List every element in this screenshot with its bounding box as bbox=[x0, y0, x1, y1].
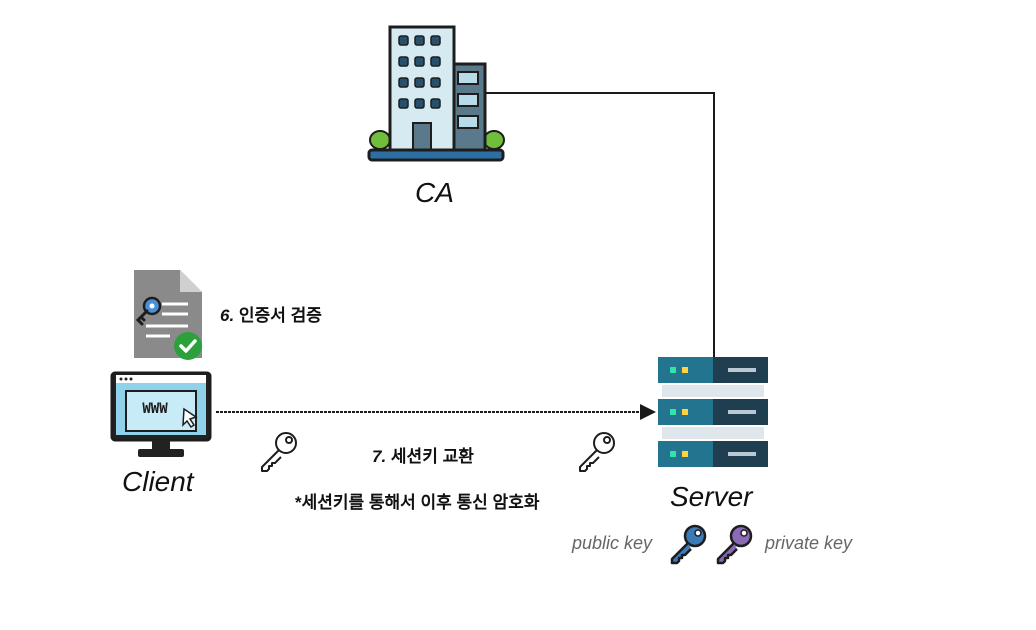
step6-label: 6. 인증서 검증 bbox=[220, 301, 322, 326]
session-key-note: *세션키를 통해서 이후 통신 암호화 bbox=[295, 493, 540, 512]
public-key-icon bbox=[670, 524, 707, 565]
server-icon bbox=[658, 357, 768, 467]
ca-server-connector bbox=[486, 92, 715, 360]
private-key-icon bbox=[716, 524, 753, 565]
svg-text:WWW: WWW bbox=[142, 401, 168, 417]
key-outline-icon bbox=[261, 432, 297, 472]
client-label: Client bbox=[122, 466, 194, 497]
step7-label: 7. 세션키 교환 bbox=[372, 442, 474, 467]
legend-private-key-label: private key bbox=[765, 533, 853, 553]
server-label: Server bbox=[670, 481, 753, 512]
certificate-icon bbox=[134, 270, 202, 360]
cert-key-icon bbox=[135, 296, 162, 326]
key-outline-icon bbox=[579, 432, 615, 472]
ca-label: CA bbox=[415, 177, 454, 208]
step6-text: 인증서 검증 bbox=[238, 306, 322, 325]
monitor-icon: WWW bbox=[110, 371, 212, 457]
step7-number: 7. bbox=[372, 447, 387, 466]
arrow-head bbox=[640, 404, 656, 420]
step6-number: 6. bbox=[220, 306, 235, 325]
building-icon bbox=[367, 25, 505, 162]
step7-text: 세션키 교환 bbox=[390, 447, 474, 466]
legend-public-key-label: public key bbox=[572, 533, 653, 553]
